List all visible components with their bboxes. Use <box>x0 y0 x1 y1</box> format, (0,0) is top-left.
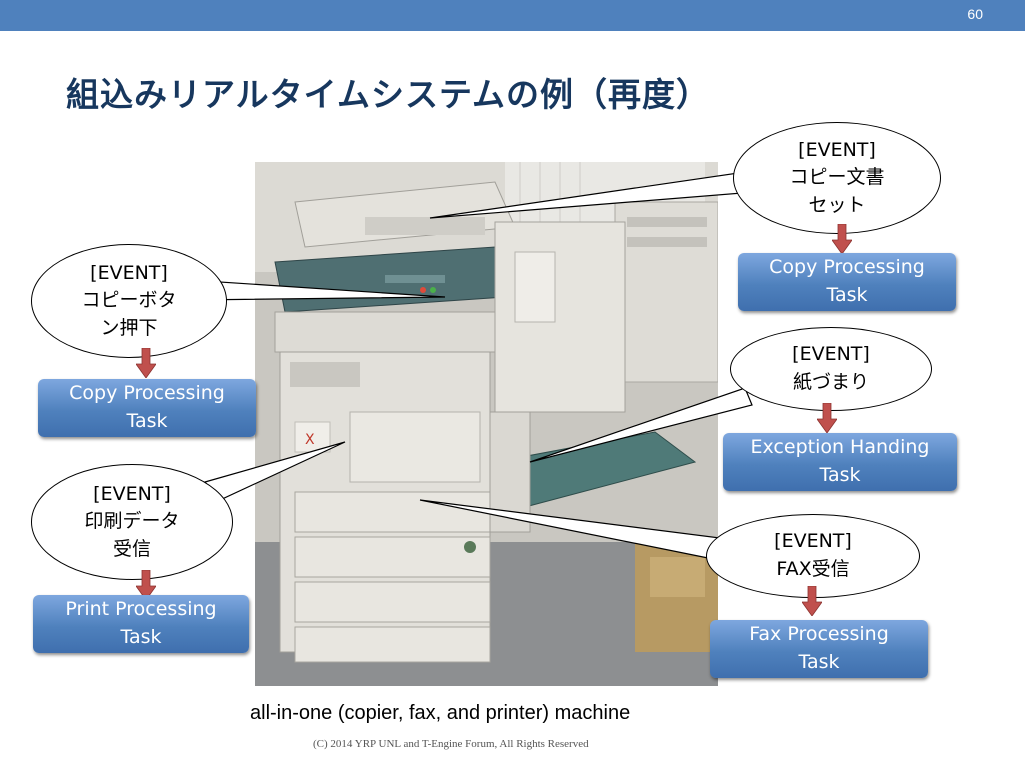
event-callout-copy-document-set: [EVENT] コピー文書 セット <box>733 122 941 234</box>
event-label: [EVENT] <box>798 138 876 161</box>
task-box-copy-processing-right: Copy Processing Task <box>738 253 956 311</box>
event-label: [EVENT] <box>792 343 870 366</box>
task-label: Print Processing <box>65 598 217 621</box>
task-box-fax-processing: Fax Processing Task <box>710 620 928 678</box>
task-label: Task <box>819 464 861 486</box>
event-text: 受信 <box>112 537 151 560</box>
event-text: セット <box>808 193 866 216</box>
event-text: 印刷データ <box>84 510 180 533</box>
event-label: [EVENT] <box>90 261 168 284</box>
page-number: 60 <box>967 6 983 22</box>
event-text: FAX受信 <box>776 558 850 580</box>
task-label: Task <box>826 284 868 306</box>
copyright-notice: (C) 2014 YRP UNL and T-Engine Forum, All… <box>313 738 589 750</box>
event-callout-paper-jam: [EVENT] 紙づまり <box>730 327 932 411</box>
event-label: [EVENT] <box>93 482 171 505</box>
down-arrow-icon <box>802 586 822 616</box>
event-label: [EVENT] <box>774 530 852 553</box>
event-text: 紙づまり <box>792 371 869 393</box>
event-text: コピーボタ <box>81 289 177 312</box>
task-label: Task <box>126 410 168 432</box>
task-label: Copy Processing <box>769 256 925 279</box>
down-arrow-icon <box>832 224 852 254</box>
down-arrow-icon <box>136 348 156 378</box>
task-box-print-processing: Print Processing Task <box>33 595 249 653</box>
task-label: Task <box>120 626 162 648</box>
header-bar <box>0 0 1025 31</box>
event-text: ン押下 <box>100 316 158 339</box>
task-label: Fax Processing <box>749 623 889 646</box>
event-text: コピー文書 <box>789 166 885 189</box>
task-label: Exception Handing <box>750 436 930 459</box>
event-callout-copy-button: [EVENT] コピーボタ ン押下 <box>31 244 227 358</box>
copier-photo: X <box>255 162 718 686</box>
task-label: Copy Processing <box>69 382 225 405</box>
event-callout-print-data: [EVENT] 印刷データ 受信 <box>31 464 233 580</box>
svg-text:X: X <box>305 432 315 448</box>
event-callout-fax-receive: [EVENT] FAX受信 <box>706 514 920 598</box>
down-arrow-icon <box>136 570 156 600</box>
task-label: Task <box>798 651 840 673</box>
task-box-copy-processing-left: Copy Processing Task <box>38 379 256 437</box>
photo-caption: all-in-one (copier, fax, and printer) ma… <box>250 702 631 724</box>
task-box-exception-handling: Exception Handing Task <box>723 433 957 491</box>
slide-title: 組込みリアルタイムシステムの例（再度） <box>66 75 711 114</box>
down-arrow-icon <box>817 403 837 433</box>
